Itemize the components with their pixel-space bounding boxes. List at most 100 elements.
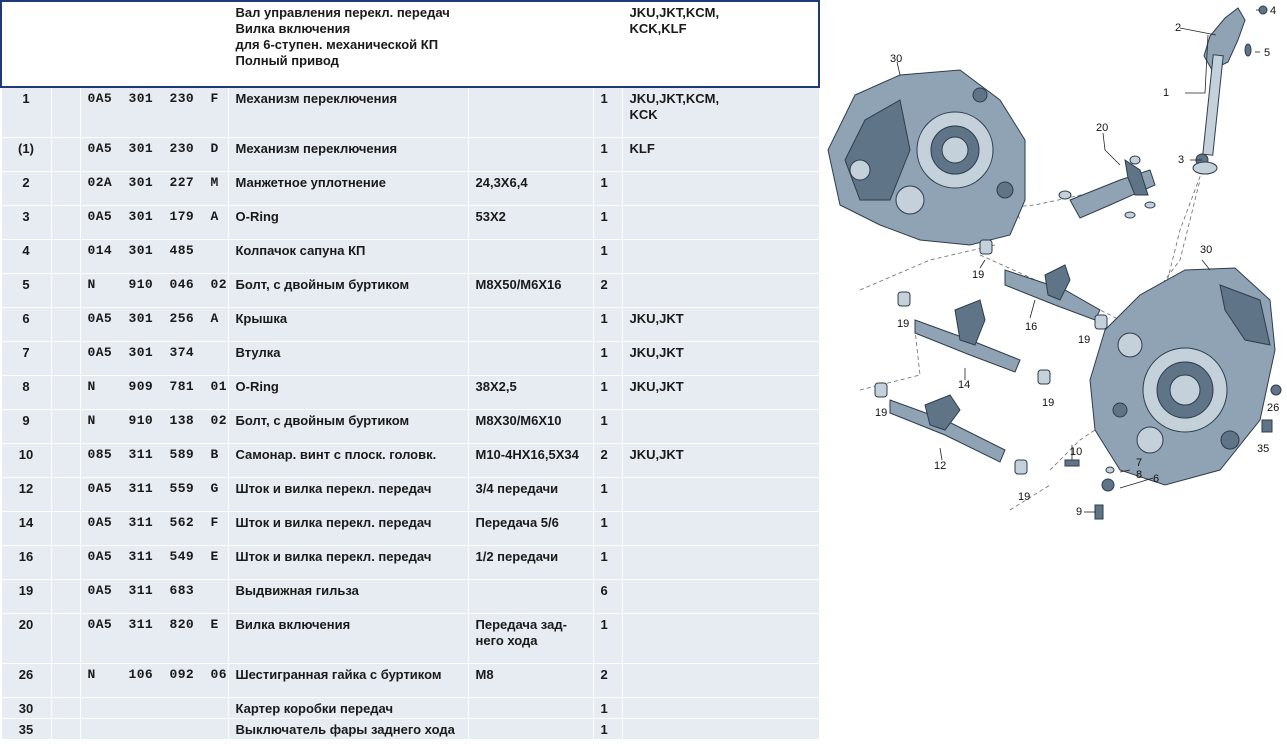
position-cell: 16 xyxy=(0,544,52,580)
callout-16: 16 xyxy=(1025,321,1037,333)
part-name-text: Втулка xyxy=(235,344,281,360)
quantity-text: 1 xyxy=(600,378,608,394)
codes-text: JKU,JKT,KCM, KCK xyxy=(629,91,720,122)
part-number-cell: 0A5 301 230 F xyxy=(79,86,229,138)
callout-6: 6 xyxy=(1153,473,1159,485)
quantity-text: 1 xyxy=(600,514,608,530)
part-name-text: O-Ring xyxy=(235,378,279,394)
quantity-text: 2 xyxy=(600,446,608,462)
position-cell: 35 xyxy=(0,717,52,740)
blank-cell xyxy=(50,510,81,546)
spec-cell: 53X2 xyxy=(467,204,594,240)
blank-cell xyxy=(50,340,81,376)
callout-14: 14 xyxy=(958,379,970,391)
part-number-cell: 0A5 311 820 E xyxy=(79,612,229,664)
position-text: 10 xyxy=(18,446,34,462)
callout-labels: 1 2 3 4 5 6 7 8 9 10 12 14 16 19 19 19 1… xyxy=(875,5,1279,518)
spec-cell xyxy=(467,136,594,172)
callout-9: 9 xyxy=(1076,506,1082,518)
position-cell: 30 xyxy=(0,696,52,719)
header-codes: JKU,JKT,KCM, KCK,KLF xyxy=(621,0,821,88)
position-cell: 26 xyxy=(0,662,52,698)
callout-19a: 19 xyxy=(972,269,984,281)
callout-7: 7 xyxy=(1136,457,1142,469)
quantity-text: 1 xyxy=(600,140,608,156)
part-name-text: Колпачок сапуна КП xyxy=(235,242,366,258)
part-name-text: Механизм переключения xyxy=(235,91,398,106)
part-name-text: Крышка xyxy=(235,310,288,326)
header-title: Вал управления перекл. передач Вилка вкл… xyxy=(227,0,623,88)
callout-20: 20 xyxy=(1096,122,1108,134)
part-number-cell: N 909 781 01 xyxy=(79,374,229,410)
part-number-text: 0A5 311 820 E xyxy=(87,616,219,632)
quantity-text: 1 xyxy=(600,412,608,428)
spec-cell: M10-4HX16,5X34 xyxy=(467,442,594,478)
spec-cell: 38X2,5 xyxy=(467,374,594,410)
part-name-text: Шток и вилка перекл. передач xyxy=(235,480,432,496)
codes-cell: JKU,JKT xyxy=(621,306,820,342)
quantity-cell: 1 xyxy=(592,136,623,172)
part-number-cell: 0A5 311 562 F xyxy=(79,510,229,546)
codes-cell: JKU,JKT xyxy=(621,340,820,376)
blank-cell xyxy=(50,86,81,138)
part-name-text: Вилка включения xyxy=(235,616,351,632)
table-row: 6 0A5 301 256 A Крышка 1 JKU,JKT xyxy=(0,306,820,342)
codes-text: KLF xyxy=(629,140,655,156)
part-name-cell: Механизм переключения xyxy=(227,86,469,138)
part-name-text: Выключатель фары заднего хода xyxy=(235,721,455,737)
quantity-text: 2 xyxy=(600,666,608,682)
part-number-cell xyxy=(79,696,229,719)
small-fasteners xyxy=(1064,384,1282,520)
blank-cell xyxy=(50,408,81,444)
part-name-text: Шток и вилка перекл. передач xyxy=(235,548,432,564)
codes-text: JKU,JKT xyxy=(629,446,684,462)
part-name-cell: Крышка xyxy=(227,306,469,342)
quantity-cell: 1 xyxy=(592,544,623,580)
quantity-cell: 1 xyxy=(592,204,623,240)
part-number-text: 0A5 311 562 F xyxy=(87,514,219,530)
position-text: 35 xyxy=(18,721,34,737)
part-number-cell: 0A5 311 549 E xyxy=(79,544,229,580)
callout-3: 3 xyxy=(1178,154,1184,166)
callout-19f: 19 xyxy=(1018,491,1030,503)
position-cell: 4 xyxy=(0,238,52,274)
blank-cell xyxy=(50,170,81,206)
part-number-cell: N 910 138 02 xyxy=(79,408,229,444)
codes-cell xyxy=(621,544,820,580)
codes-cell xyxy=(621,408,820,444)
spec-cell: Передача 5/6 xyxy=(467,510,594,546)
callout-4: 4 xyxy=(1270,5,1276,17)
position-cell: 3 xyxy=(0,204,52,240)
quantity-text: 1 xyxy=(600,721,608,737)
blank-cell xyxy=(50,544,81,580)
quantity-text: 1 xyxy=(600,310,608,326)
parts-table: Вал управления перекл. передач Вилка вкл… xyxy=(0,0,821,740)
codes-cell xyxy=(621,717,820,740)
spec-text: 3/4 передачи xyxy=(475,480,559,496)
part-number-cell: 0A5 311 559 G xyxy=(79,476,229,512)
blank-cell xyxy=(50,662,81,698)
position-cell: 10 xyxy=(0,442,52,478)
codes-cell xyxy=(621,238,820,274)
quantity-text: 6 xyxy=(600,582,608,598)
callout-12: 12 xyxy=(934,460,946,472)
blank-cell xyxy=(50,136,81,172)
part-number-cell: 0A5 301 230 D xyxy=(79,136,229,172)
part-name-cell: Картер коробки передач xyxy=(227,696,469,719)
position-cell: 6 xyxy=(0,306,52,342)
part-number-text: 0A5 311 683 xyxy=(87,582,195,598)
part-number-text: 0A5 301 256 A xyxy=(87,310,219,326)
spec-cell xyxy=(467,696,594,719)
quantity-cell: 1 xyxy=(592,408,623,444)
quantity-cell: 1 xyxy=(592,476,623,512)
spec-text: 53X2 xyxy=(475,208,506,224)
quantity-text: 1 xyxy=(600,548,608,564)
position-text: 26 xyxy=(18,666,34,682)
spec-text: Передача 5/6 xyxy=(475,514,559,530)
spec-cell: 24,3X6,4 xyxy=(467,170,594,206)
part-name-cell: Шестигранная гайка с буртиком xyxy=(227,662,469,698)
